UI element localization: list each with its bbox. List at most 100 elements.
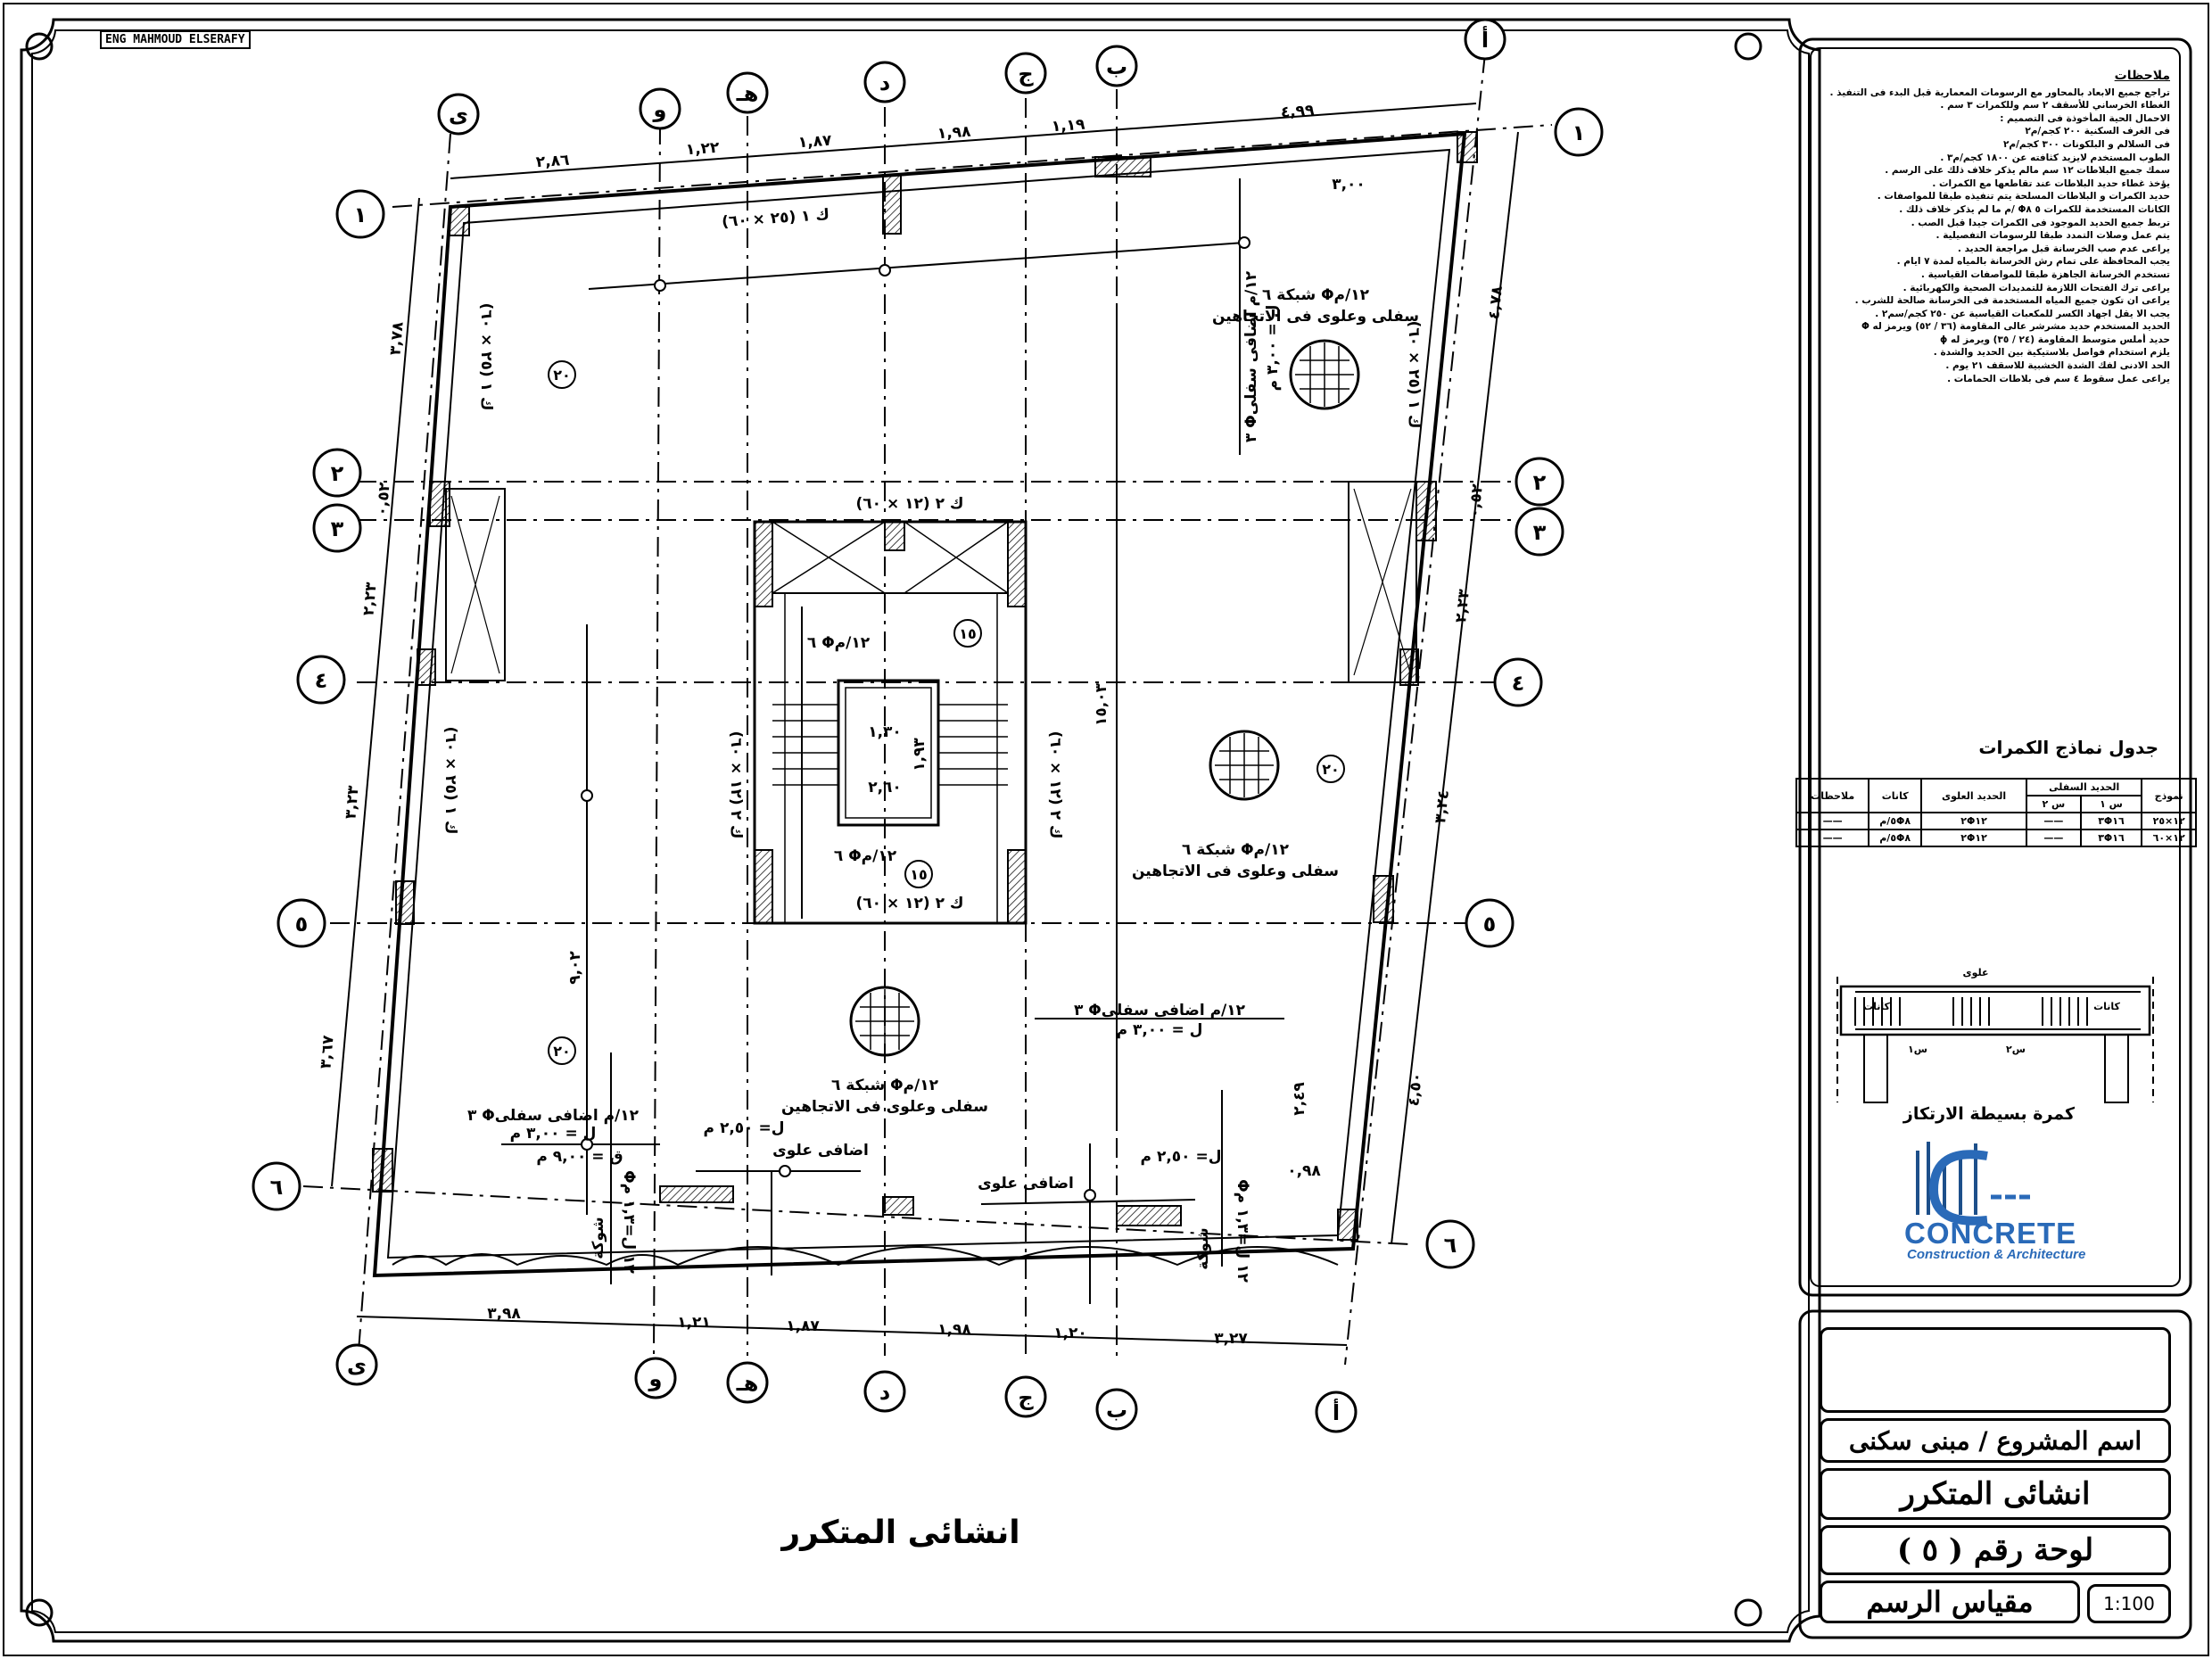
axis-bubble: أ <box>1315 1391 1358 1433</box>
stair-void-cross <box>772 521 1009 594</box>
right-dimension-line <box>1391 131 1519 1245</box>
bar-length: ل = ٣,٠٠ م <box>1264 305 1282 392</box>
left-dimension-line <box>331 197 420 1187</box>
thickness-markers: ٢٠ ٢٠ ٢٠ ١٥ ١٥ <box>548 360 1345 1065</box>
note-line: يتم عمل وصلات التمدد طبقا للرسومات التفص… <box>1936 230 2170 242</box>
title-block-frame <box>1798 1309 2192 1639</box>
slab-thickness-marker: ٢٠ <box>1316 755 1345 783</box>
bar-length: ل = ٣,٠٠ م <box>1117 1021 1203 1039</box>
svg-text:د: د <box>879 70 890 95</box>
mesh-symbol <box>849 339 1360 1057</box>
scale-label: مقياس الرسم <box>1820 1581 2080 1623</box>
axis-bubble: ٢ <box>1515 457 1564 507</box>
beam-detail-sketch <box>1836 977 2154 1103</box>
dim-misc: ١,٩٣ <box>911 738 929 772</box>
dim-top: ١,٩٨ <box>937 123 972 144</box>
scale-value: 1:100 <box>2087 1584 2171 1623</box>
dim-misc: ١٥,٠٣ <box>1093 682 1110 726</box>
svg-text:٢٠: ٢٠ <box>553 367 571 384</box>
axis-bubble: ب <box>1095 1388 1138 1431</box>
dimension-labels: ٢,٨٦ ١,٢٢ ١,٨٧ ١,٩٨ ١,١٩ ٤,٩٩ ٣,٩٨ ١,٢١ … <box>317 102 1506 1348</box>
schedule-header: الحديد العلوى <box>1920 778 2028 813</box>
notes-heading: ملاحظات <box>2114 69 2170 83</box>
beam-detail-labels: علوى كانات كانات س١ س٢ <box>1863 967 2120 1055</box>
mesh-label: سفلى وعلوى فى الاتجاهين <box>1132 863 1339 880</box>
sheet-number: لوحة رقم ( ٥ ) <box>1820 1525 2171 1575</box>
axis-bubble: ج <box>1004 52 1047 95</box>
add-bottom-label: ٣ Φ١٢/م اضافى سفلى <box>1242 270 1260 442</box>
svg-text:هـ: هـ <box>736 1371 759 1396</box>
note-line: يراعى عدم صب الخرسانة قبل مراجعة الحديد … <box>1957 243 2170 254</box>
schedule-cell: ٥Φ٨/م <box>1868 812 1923 830</box>
schedule-table: نموذج الحديد السفلى الحديد العلوى كانات … <box>1795 778 2197 847</box>
note-line: حديد الكمرات و البلاطات المسلحة يتم تنفي… <box>1877 191 2170 202</box>
axis-bubble: ٣ <box>312 503 362 553</box>
svg-text:٢٠: ٢٠ <box>1322 761 1340 778</box>
note-line: يراعى ان تكون جميع المياه المستخدمة فى ا… <box>1854 295 2170 307</box>
svg-text:ى: ى <box>347 1353 367 1378</box>
schedule-cell: ٥Φ٨/م <box>1868 829 1923 847</box>
svg-text:٢: ٢ <box>1533 470 1547 495</box>
project-name: اسم المشروع / مبنى سكنى <box>1820 1418 2171 1463</box>
axis-bubble: ى <box>335 1343 378 1386</box>
svg-text:كانات: كانات <box>1863 1001 1890 1012</box>
svg-text:١٥: ١٥ <box>959 625 977 642</box>
axis-bubble: ٥ <box>276 898 326 948</box>
dim-misc: ٠,٩٨ <box>1287 1162 1321 1180</box>
dim-top: ١,٢٢ <box>685 139 721 160</box>
note-line: فى الغرف السكنية ٢٠٠ كجم/م٢ <box>2025 126 2170 137</box>
beam-label: ك ٢ (١٢ × ٦٠) <box>1046 731 1064 839</box>
shaft-right-cross <box>1353 488 1412 676</box>
frame-border-inner <box>31 29 1810 1633</box>
slab-thickness-marker: ٢٠ <box>548 1036 576 1065</box>
shaft-left-cross <box>450 495 500 674</box>
note-line: الاحمال الحية المأخوذة فى التصميم : <box>2000 112 2170 124</box>
svg-text:١: ١ <box>354 202 367 227</box>
frame-border-outer <box>20 18 1821 1643</box>
bar-length: ل = ٣,٠٠ م <box>510 1125 597 1143</box>
stair-treads <box>772 593 1008 923</box>
svg-text:٤: ٤ <box>1512 671 1525 696</box>
logo-mark <box>1916 1142 2030 1226</box>
dim-bottom: ١,٩٨ <box>937 1321 971 1339</box>
svg-text:٢: ٢ <box>331 461 344 486</box>
dim-misc: ٣,٠٠ <box>1332 176 1366 194</box>
axis-bubble: ٢ <box>312 448 362 498</box>
svg-text:ب: ب <box>1106 1398 1127 1423</box>
stair-landing <box>772 521 1009 594</box>
dim-misc: ١,٣٠ <box>868 723 902 741</box>
svg-text:٦: ٦ <box>1444 1233 1457 1258</box>
axis-bubble: ٤ <box>296 655 346 705</box>
beam-label: ك ١ (٢٥ × ٦٠) <box>1405 321 1423 429</box>
hook-label: شوكة <box>1194 1227 1212 1270</box>
grid-bubbles-numbers: ١ ٢ ٣ ٤ ٥ ٦ ١ ٢ ٣ ٤ ٥ ٦ <box>252 107 1604 1269</box>
svg-text:ى: ى <box>449 103 468 128</box>
balcony-edge <box>392 1246 1339 1267</box>
notes-panel-frame <box>1798 37 2192 1297</box>
bar-length: ق = ٩,٠٠ م <box>536 1148 623 1166</box>
svg-text:٤: ٤ <box>315 668 328 693</box>
bar-length: ل= ٢,٥٠ م <box>1141 1148 1222 1166</box>
beam-label: ك ١ (٢٥ × ٦٠) <box>442 727 459 835</box>
svg-text:و: و <box>653 97 667 122</box>
note-line: يراعى عمل سقوط ٤ سم فى بلاطات الحمامات . <box>1947 373 2170 384</box>
note-line: سمك جميع البلاطات ١٢ سم مالم يذكر خلاف ذ… <box>1885 165 2170 177</box>
note-line: الطوب المستخدم لايزيد كثافته عن ١٨٠٠ كجم… <box>1940 152 2170 163</box>
mesh-label: سفلى وعلوى فى الاتجاهين <box>781 1098 988 1116</box>
drafter-stamp: ENG MAHMOUD ELSERAFY <box>100 30 251 49</box>
schedule-cell: ٢Φ١٢ <box>1920 829 2028 847</box>
stair-rebar-label: ٦ Φ١٢/م <box>834 847 897 865</box>
svg-text:٦: ٦ <box>270 1175 284 1200</box>
dim-bottom: ١,٢١ <box>677 1314 711 1332</box>
axis-bubble: ٥ <box>1465 898 1515 948</box>
schedule-subheader: س ١ <box>2079 795 2143 813</box>
slab-thickness-marker: ٢٠ <box>548 360 576 389</box>
note-line: يجب الا يقل اجهاد الكسر للمكعبات القياسي… <box>1875 308 2170 319</box>
schedule-cell: —— <box>2026 829 2082 847</box>
dim-bottom: ٣,٢٧ <box>1214 1330 1248 1348</box>
dim-top: ١,١٩ <box>1051 116 1086 136</box>
add-bottom-label: ٣ Φ١٢/م اضافى سفلى <box>467 1107 640 1125</box>
bottom-dimension-line <box>356 1316 1348 1346</box>
schedule-subheader: س ٢ <box>2026 795 2082 813</box>
